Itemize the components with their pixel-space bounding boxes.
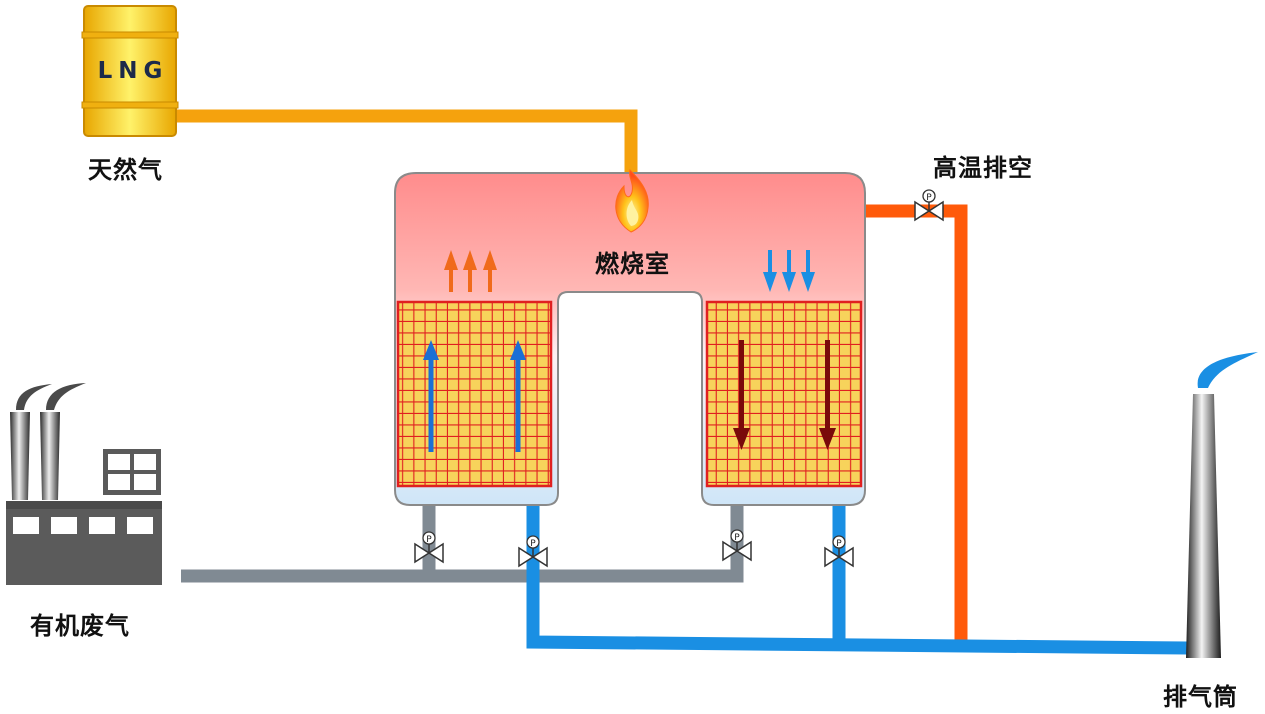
valve-waste-right[interactable]: P [722,529,752,562]
valve-pressure-mark: P [530,539,536,549]
lng-tank [81,5,179,137]
up-flow-arrows [423,340,526,452]
factory-icon [6,383,162,585]
valve-clean-left[interactable]: P [518,535,548,568]
valve-waste-left[interactable]: P [414,531,444,564]
lng-tank-label: LNG [97,58,169,84]
valve-pressure-mark: P [734,533,740,543]
natural-gas-pipe [176,109,638,176]
valve-exhaust[interactable]: P [914,189,944,222]
valve-pressure-mark: P [926,193,932,203]
gas-descending-arrows [763,250,815,292]
hot-gas-rising-arrows [444,250,497,292]
factory-smoke-icon [16,384,52,410]
regenerator-bed-right [705,300,863,488]
valve-clean-right[interactable]: P [824,535,854,568]
chimney-icon [1186,352,1258,658]
chimney-label: 排气筒 [1163,683,1238,711]
chimney-smoke-icon [1197,352,1258,388]
waste-gas-pipe [181,503,744,583]
natural-gas-label: 天然气 [88,156,163,184]
valve-pressure-mark: P [426,535,432,545]
combustion-chamber-label: 燃烧室 [595,250,670,278]
regenerator-bed-left [396,300,553,488]
down-flow-arrows [733,340,836,450]
valve-pressure-mark: P [836,539,842,549]
burner-flame-icon [615,169,649,233]
organic-waste-gas-label: 有机废气 [30,612,130,640]
high-temp-exhaust-pipe [864,204,968,641]
high-temp-exhaust-label: 高温排空 [933,154,1033,182]
